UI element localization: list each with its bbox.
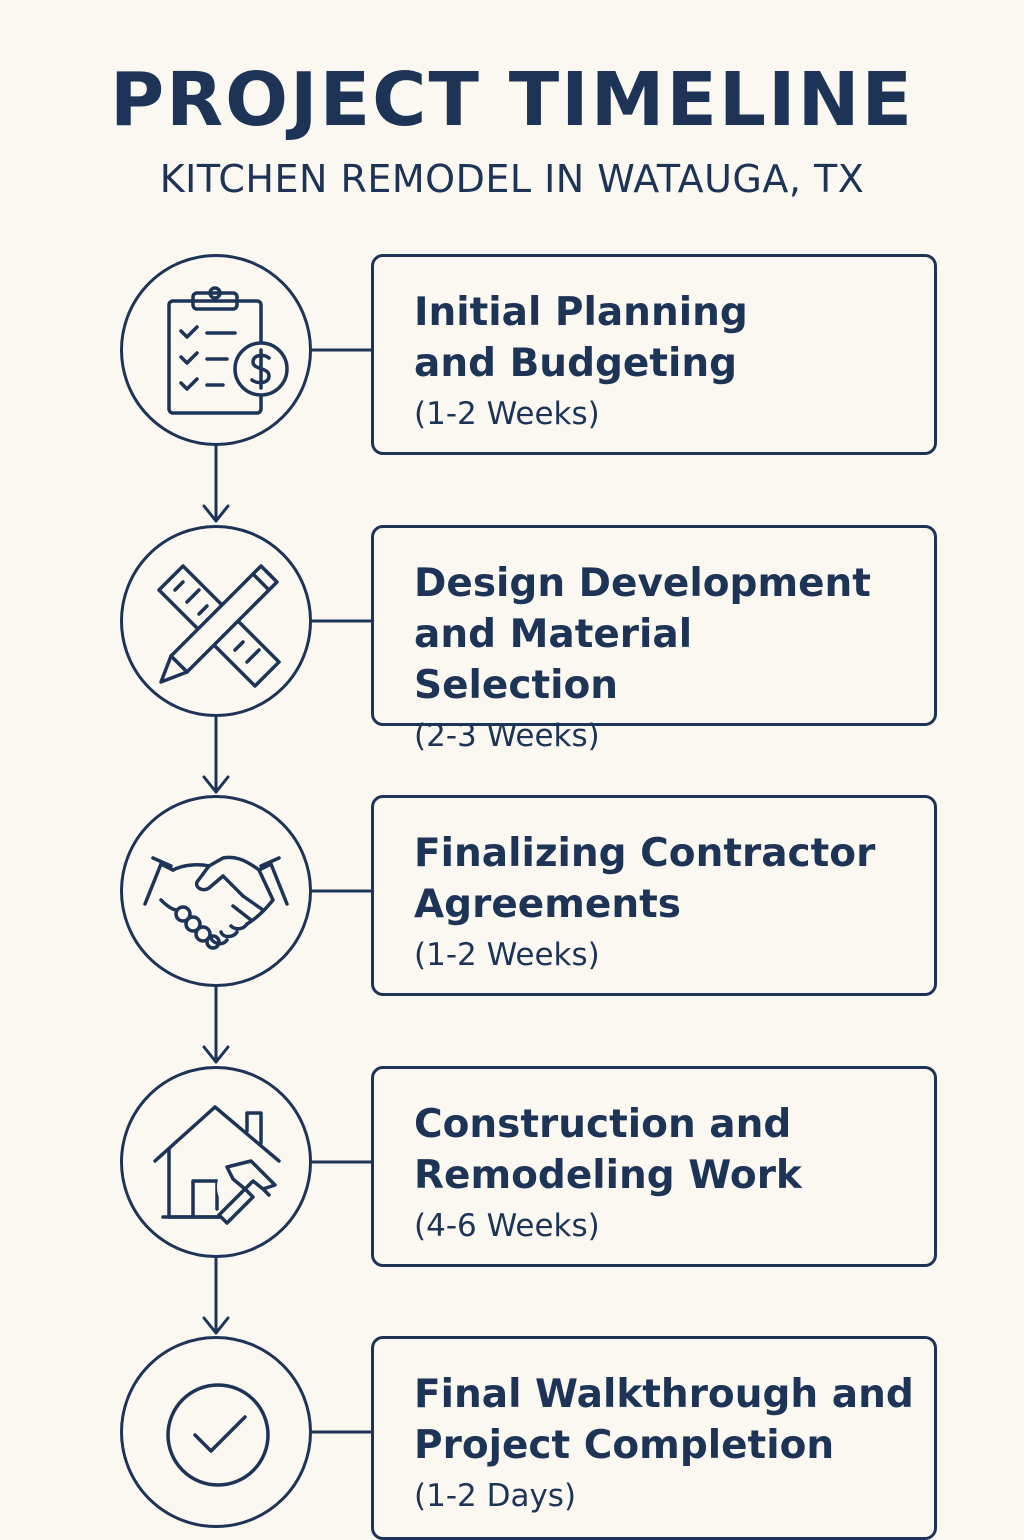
arrow-down-icon: [202, 444, 230, 523]
step-2-icon-circle: [120, 525, 312, 717]
step-4-title: Construction and Remodeling Work: [414, 1102, 802, 1198]
step-2-duration: (2-3 Weeks): [414, 718, 600, 754]
step-5-icon-circle: [120, 1336, 312, 1528]
step-4-card: Construction and Remodeling Work (4-6 We…: [371, 1066, 937, 1267]
ruler-pencil-icon: [157, 564, 281, 688]
step-3-title: Finalizing Contractor Agreements: [414, 831, 876, 927]
step-3-icon-circle: [120, 795, 312, 987]
step-3-duration: (1-2 Weeks): [414, 937, 600, 973]
page-subtitle: KITCHEN REMODEL IN WATAUGA, TX: [159, 157, 865, 201]
step-5-title: Final Walkthrough and Project Completion: [414, 1372, 914, 1468]
checkmark-circle-icon: [166, 1383, 270, 1487]
step-5-duration: (1-2 Days): [414, 1478, 577, 1514]
arrow-down-icon: [202, 1256, 230, 1335]
step-4-duration: (4-6 Weeks): [414, 1208, 600, 1244]
page-title: PROJECT TIMELINE: [109, 57, 915, 143]
house-hammer-icon: [153, 1105, 281, 1225]
step-2-card: Design Development and Material Selectio…: [371, 525, 937, 754]
step-1-card: Initial Planning and Budgeting (1-2 Week…: [371, 254, 937, 455]
handshake-icon: [143, 855, 289, 950]
step-2-title: Design Development and Material Selectio…: [414, 561, 871, 708]
step-1-duration: (1-2 Weeks): [414, 396, 600, 432]
step-1-icon-circle: [120, 254, 312, 446]
step-1-title: Initial Planning and Budgeting: [414, 290, 748, 386]
step-4-icon-circle: [120, 1066, 312, 1258]
clipboard-dollar-icon: [167, 286, 289, 415]
step-3-card: Finalizing Contractor Agreements (1-2 We…: [371, 795, 937, 996]
arrow-down-icon: [202, 715, 230, 794]
arrow-down-icon: [202, 985, 230, 1064]
step-5-card: Final Walkthrough and Project Completion…: [371, 1336, 937, 1540]
